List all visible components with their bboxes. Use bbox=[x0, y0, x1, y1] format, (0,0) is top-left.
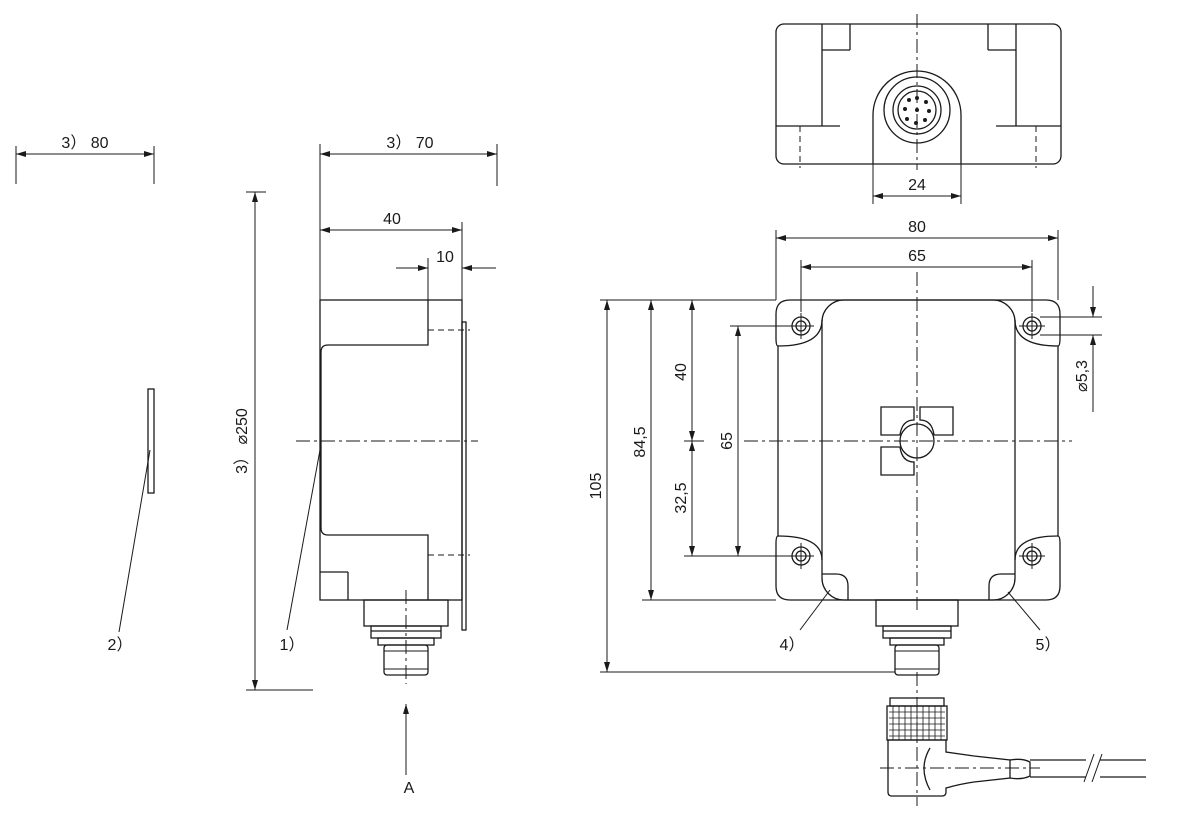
front-view: 80 65 bbox=[588, 219, 1102, 676]
dim-label-front-40: 40 bbox=[673, 363, 690, 381]
connector-pins bbox=[903, 96, 931, 125]
dim-label-hole-diameter: ⌀5,3 bbox=[1074, 360, 1091, 392]
callout-2: 2） bbox=[108, 636, 133, 654]
sensor-body-top bbox=[775, 23, 1062, 165]
dim-label-front-32-5: 32,5 bbox=[673, 482, 690, 513]
dim-label-front-80: 80 bbox=[908, 219, 926, 236]
dim-label-front-105: 105 bbox=[588, 473, 605, 500]
callout-5: 5） bbox=[1036, 636, 1061, 654]
target-plate-view: 3） 80 2） bbox=[15, 134, 155, 654]
view-arrow-label: A bbox=[404, 780, 415, 797]
dim-label-front-65: 65 bbox=[908, 248, 926, 265]
sensor-body-front bbox=[775, 299, 1061, 601]
dim-label-left-80: 3） 80 bbox=[61, 134, 108, 152]
dim-label-side-10: 10 bbox=[436, 249, 454, 266]
callout-1: 1） bbox=[280, 636, 305, 654]
callout-4: 4） bbox=[780, 636, 805, 654]
dim-label-diameter-250: 3） ⌀250 bbox=[233, 408, 251, 474]
dim-label-side-70: 3） 70 bbox=[386, 134, 433, 152]
target-plate bbox=[147, 388, 155, 494]
top-view: 24 bbox=[775, 14, 1062, 204]
dim-label-front-84-5: 84,5 bbox=[632, 426, 649, 457]
dim-label-connector-24: 24 bbox=[908, 177, 926, 194]
dim-label-side-40: 40 bbox=[383, 211, 401, 228]
dim-label-front-65-vertical: 65 bbox=[719, 432, 736, 450]
cable-connector bbox=[880, 672, 1146, 806]
side-view: 3） ⌀250 3） 70 40 10 1 bbox=[233, 134, 498, 797]
